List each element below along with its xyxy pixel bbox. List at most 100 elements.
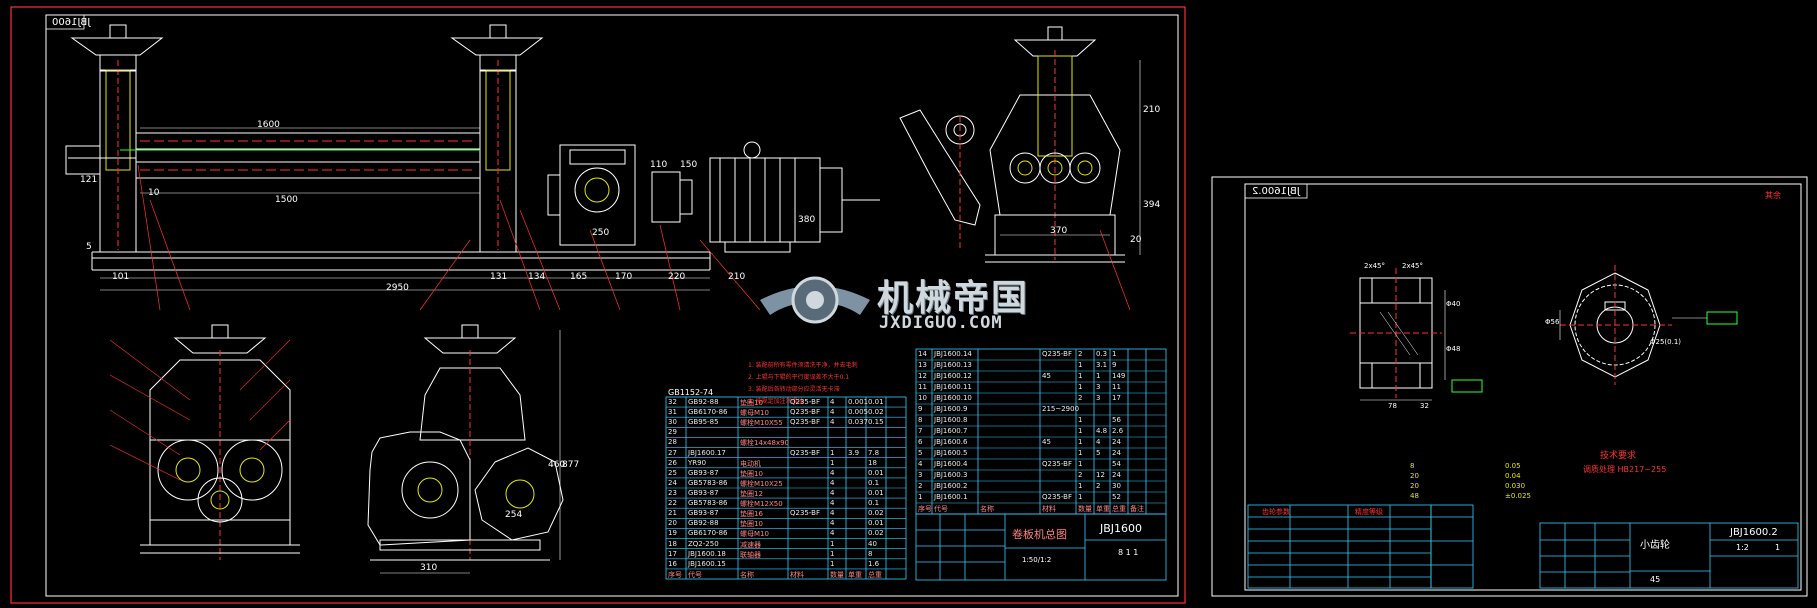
bom-cell: 0.037 <box>848 418 869 427</box>
dim-label: 170 <box>615 272 633 282</box>
bom-cell: JBJ1600.13 <box>934 361 972 369</box>
bom-cell: 5 <box>1096 449 1101 457</box>
bom-cell: 电动机 <box>740 459 761 468</box>
bom-header-cell: 名称 <box>740 570 754 579</box>
dim-label: 134 <box>528 272 546 282</box>
bom-cell: 2 <box>1078 471 1083 479</box>
main-sheet-outer-frame <box>10 6 1186 604</box>
bom-cell: 24 <box>668 478 677 487</box>
part-dim: 32 <box>1420 402 1429 410</box>
bom-cell: 1 <box>1112 350 1117 358</box>
bom-cell: 垫圈16 <box>740 510 763 519</box>
dim-label: 254 <box>505 510 523 520</box>
part-sheet-stamp-box <box>1244 183 1308 199</box>
dim-label: 210 <box>1143 105 1161 115</box>
bom-cell: 45 <box>1042 372 1051 380</box>
dim-label: 1500 <box>275 195 298 205</box>
bom-cell: 54 <box>1112 460 1121 468</box>
dim-label: 1600 <box>257 120 280 130</box>
main-sheet-stamp: JBJ1600 <box>52 17 91 28</box>
bom-cell: 3 <box>1096 394 1101 402</box>
bom-header-cell: 代号 <box>688 570 702 579</box>
bom-cell: JBJ1600.14 <box>934 350 972 358</box>
bom-cell: 螺母M10 <box>740 409 769 418</box>
param-table-header: 齿轮参数 <box>1262 508 1290 516</box>
bom-cell: 32 <box>668 398 677 406</box>
bom-cell: JBJ1600.12 <box>934 372 972 380</box>
bom-header-cell: 数量 <box>830 570 844 579</box>
bom-cell: 7.8 <box>868 448 880 457</box>
bom-header-cell: 总重 <box>868 570 882 579</box>
part-dim: Φ25(0.1) <box>1650 338 1682 346</box>
bom-cell: JBJ1600.3 <box>934 471 968 479</box>
bom-cell: 3.9 <box>848 448 860 457</box>
bom-cell: JBJ1600.6 <box>934 438 968 446</box>
watermark: 机械帝国 JXDIGUO.COM <box>782 267 1067 342</box>
bom-cell: GB93-87 <box>688 489 719 497</box>
bom-cell: 30 <box>1112 482 1121 490</box>
bom-cell: 0.01 <box>868 398 884 406</box>
part-dim: Φ56 <box>1545 318 1560 326</box>
bom-cell: 4 <box>830 398 835 406</box>
part-sheet-number: 1 <box>1775 543 1781 552</box>
bom-cell: GB95-85 <box>688 418 719 427</box>
bom-cell: 25 <box>668 468 677 477</box>
bom-cell: 45 <box>1042 438 1051 446</box>
bom-cell: 4 <box>830 418 835 427</box>
bom-cell: JBJ1600.15 <box>688 559 726 568</box>
bom-cell: 29 <box>668 428 677 437</box>
bom-header-cell: 数量 <box>1078 505 1092 513</box>
technical-note: 2. 上辊与下辊的平行度误差不大于0.1 <box>748 374 850 381</box>
bom-cell: 24 <box>1112 449 1121 457</box>
bom-cell: 2 <box>1096 482 1101 490</box>
bom-cell: 4 <box>918 460 923 468</box>
part-dim: 2x45° <box>1402 262 1424 270</box>
bom-cell: 14 <box>918 350 927 358</box>
bom-cell: 2 <box>1078 350 1083 358</box>
bom-cell: 27 <box>668 448 677 457</box>
dim-label: 131 <box>490 272 508 282</box>
watermark-brand-cn: 机械帝国 <box>877 278 1030 319</box>
bom-header-cell: 总重 <box>1112 505 1126 513</box>
bom-cell: ZQ2-250 <box>688 539 719 548</box>
bom-cell: 7 <box>918 427 923 435</box>
bom-cell: GB6170-86 <box>688 408 728 417</box>
bom-cell: 20 <box>668 519 677 528</box>
bom-cell: 1 <box>830 539 835 548</box>
bom-cell: 12 <box>1096 471 1105 479</box>
bom-cell: 8 <box>918 416 923 424</box>
bom-cell: GB92-88 <box>688 398 719 406</box>
bom-cell: 24 <box>1112 438 1121 446</box>
bom-cell: 垫圈12 <box>740 490 763 498</box>
watermark-brand-en: JXDIGUO.COM <box>879 313 1003 333</box>
dim-label: 150 <box>680 160 698 170</box>
dim-label: 121 <box>80 175 98 185</box>
bom-cell: 螺栓M12X50 <box>740 500 783 509</box>
watermark-gear-logo-icon <box>760 276 870 324</box>
bom-header-cell: 单重 <box>848 570 862 579</box>
bom-cell: JBJ1600.7 <box>934 427 968 435</box>
main-title-block <box>915 513 1167 581</box>
bom-cell: 减速器 <box>740 540 761 549</box>
tolerance-value: 48 <box>1410 492 1419 500</box>
bom-cell: 4 <box>830 529 835 538</box>
bom-cell: GB5783-86 <box>688 499 728 508</box>
part-dim: Φ48 <box>1446 345 1461 353</box>
bom-cell: 16 <box>668 559 677 568</box>
tolerance-value: ±0.025 <box>1505 492 1531 500</box>
bom-cell: 18 <box>868 458 877 467</box>
bom-cell: 1 <box>830 448 835 457</box>
bom-cell: GB93-87 <box>688 509 719 518</box>
bom-cell: Q235-BF <box>790 398 820 406</box>
main-sheet <box>10 6 1186 604</box>
bom-cell: 12 <box>918 372 927 380</box>
bom-cell: GB5783-86 <box>688 478 728 487</box>
bom-cell: 56 <box>1112 416 1121 424</box>
bom-cell: 4 <box>830 468 835 477</box>
bom-cell: 1 <box>1078 482 1083 490</box>
bom-cell: 螺栓M10X55 <box>740 419 783 428</box>
surface-finish-mark: 其余 <box>1765 191 1781 200</box>
bom-cell: Q235-BF <box>790 509 820 518</box>
bom-cell: 4 <box>1096 438 1101 446</box>
dim-label: 10 <box>148 188 160 198</box>
